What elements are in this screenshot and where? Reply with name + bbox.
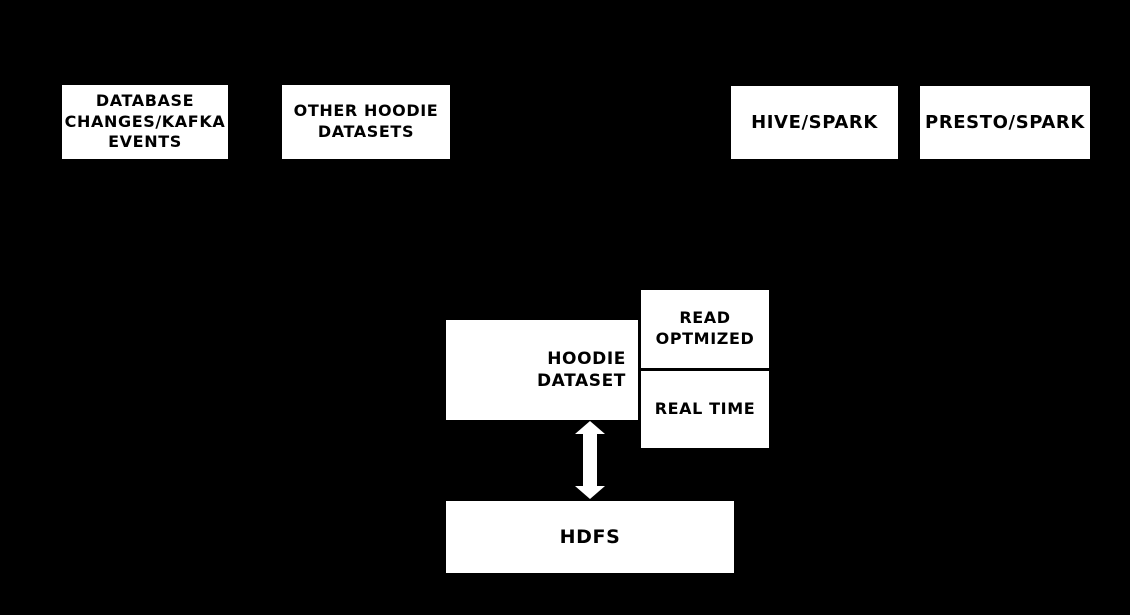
database-changes-kafka-events-box: DATABASE CHANGES/KAFKA EVENTS bbox=[62, 85, 228, 159]
hdfs-box: HDFS bbox=[446, 501, 734, 573]
hive-spark-label: HIVE/SPARK bbox=[751, 111, 878, 133]
database-changes-kafka-events-label: DATABASE CHANGES/KAFKA EVENTS bbox=[64, 90, 226, 152]
other-hoodie-datasets-label: OTHER HOODIE DATASETS bbox=[293, 101, 439, 141]
double-headed-vertical-arrow-icon bbox=[575, 421, 605, 499]
read-optimized-view-label: READ OPTMIZED bbox=[655, 308, 755, 348]
other-hoodie-datasets-box: OTHER HOODIE DATASETS bbox=[282, 85, 450, 159]
hdfs-label: HDFS bbox=[559, 525, 621, 548]
real-time-view-label: REAL TIME bbox=[654, 399, 756, 419]
hoodie-dataset-label: HOODIE DATASET bbox=[536, 348, 626, 391]
presto-spark-label: PRESTO/SPARK bbox=[925, 111, 1085, 133]
real-time-view-box: REAL TIME bbox=[641, 371, 769, 448]
presto-spark-box: PRESTO/SPARK bbox=[920, 86, 1090, 159]
read-optimized-view-box: READ OPTMIZED bbox=[641, 290, 769, 368]
hoodie-dataset-box: HOODIE DATASET bbox=[446, 320, 638, 420]
hive-spark-box: HIVE/SPARK bbox=[731, 86, 898, 159]
